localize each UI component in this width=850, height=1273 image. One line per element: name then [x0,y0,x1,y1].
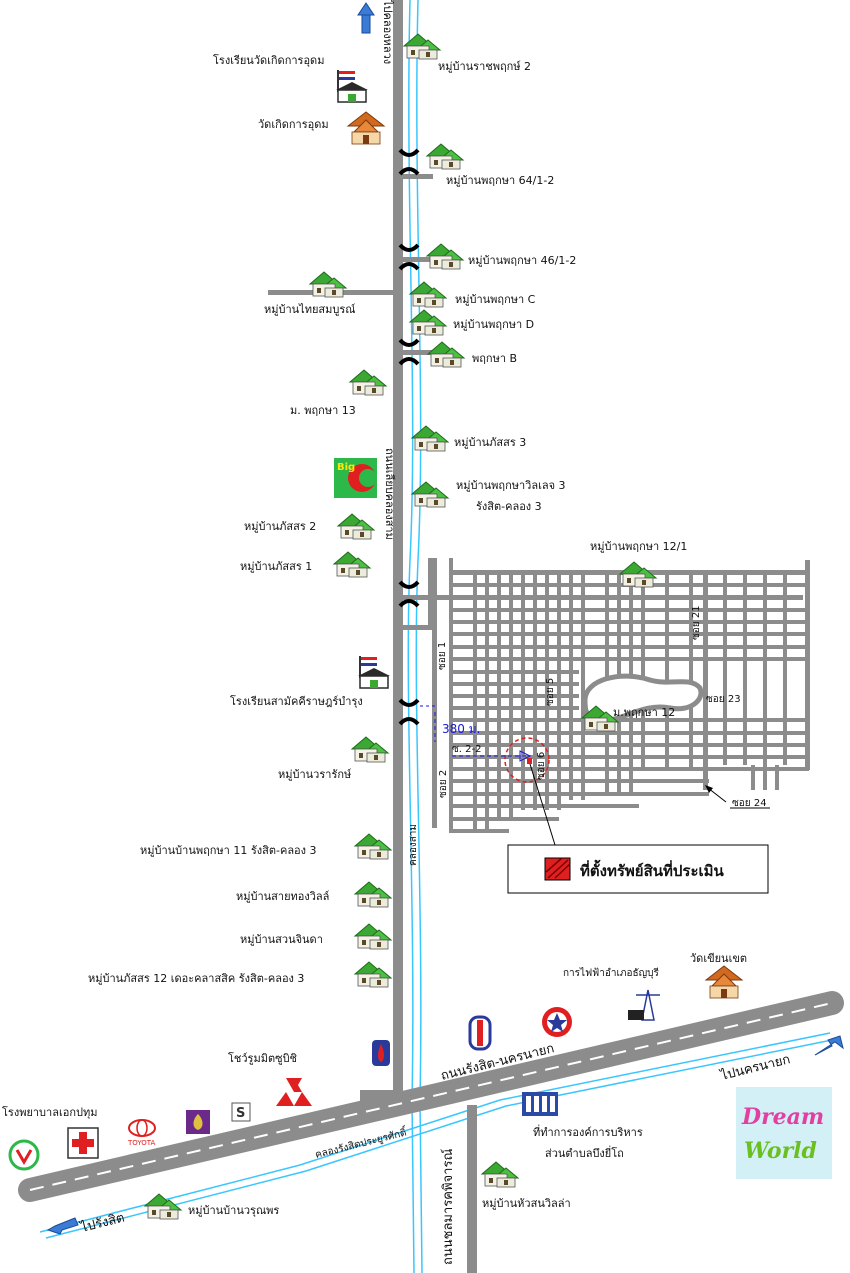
label-soi-2-2: ซ. 2-2 [452,744,481,755]
label-pruksa-c: หมู่บ้านพฤกษา C [455,293,536,306]
legend: ที่ตั้งทรัพย์สินที่ประเมิน [507,844,769,894]
tao-office-icon [522,1092,558,1116]
label-passorn1: หมู่บ้านภัสสร 1 [240,560,312,573]
mitsubishi-logo-icon [276,1078,312,1106]
label-soi-2: ซอย 2 [438,770,449,798]
legend-label: ที่ตั้งทรัพย์สินที่ประเมิน [580,859,725,880]
label-road-lieb-klong: ถนนเลียบคลองสาม [383,448,396,540]
bank-icon: S [231,1102,251,1122]
arrow-up-icon [357,2,375,34]
label-soi-6: ซอย 6 [536,752,547,780]
label-pruksa-46: หมู่บ้านพฤกษา 46/1-2 [468,254,576,267]
label-passorn3: หมู่บ้านภัสสร 3 [454,436,526,449]
hospital-cross-icon [67,1127,99,1159]
label-wat-khian: วัดเขียนเขต [690,952,747,965]
svg-text:TOYOTA: TOYOTA [127,1139,156,1147]
label-passorn2: หมู่บ้านภัสสร 2 [244,520,316,533]
label-m-pruksa-12: ม.พฤกษา 12 [613,706,675,719]
power-tower-icon [628,989,660,1021]
arrow-left-icon [46,1217,79,1235]
label-hua-suan: หมู่บ้านหัวสนวิลล่า [482,1197,571,1210]
label-tao-office-1: ที่ทำการองค์การบริหาร [533,1124,643,1139]
label-showroom: โชว์รูมมิตซูบิชิ [228,1051,297,1065]
label-soi-21: ซอย 21 [691,605,702,640]
label-saithong: หมู่บ้านสายทองวิลล์ [236,890,329,903]
scb-logo-icon [186,1110,210,1134]
label-pea: การไฟฟ้าอำเภอธัญบุรี [563,967,659,979]
svg-text:Dream: Dream [741,1104,824,1130]
label-road-chonlamark: ถนนชลมารคพิจารณ์ [440,1148,456,1265]
dream-world-logo: Dream World [736,1087,832,1179]
label-rangsit-klong3: รังสิต-คลอง 3 [476,500,542,513]
label-to-rangsit: ไปรังสิต [78,1210,126,1237]
label-thai-somboon: หมู่บ้านไทยสมบูรณ์ [264,303,355,316]
svg-text:Big: Big [337,462,355,473]
big-c-logo: Big [334,458,377,498]
svg-text:S: S [236,1106,245,1121]
label-soi-24: ซอย 24 [732,798,767,809]
site-marker [527,758,532,764]
arrow-right-icon [814,1035,844,1056]
label-pruksa-b: พฤกษา B [472,352,517,365]
label-soi-23: ซอย 23 [706,694,741,705]
label-school-wat-kerd: โรงเรียนวัดเกิดการอุดม [213,53,324,67]
label-to-khlong-luang: ไปคลองหลวง [381,0,394,64]
label-warrarak: หมู่บ้านวรารักษ์ [278,768,352,781]
label-soi-1: ซอย 1 [437,642,448,670]
site-radius [504,737,550,783]
label-distance: 380 ม. [442,722,480,736]
kbank-logo-icon [8,1139,40,1171]
caltex-logo-icon [542,1007,572,1037]
label-school-samakkee: โรงเรียนสามัคคีราษฎร์บำรุง [230,694,363,708]
label-m-pruksa-13: ม. พฤกษา 13 [290,404,356,417]
label-pruksa-d: หมู่บ้านพฤกษา D [453,318,534,331]
ptt-logo-icon [468,1015,492,1051]
rangsit-nakhon-nayok-road [18,991,844,1202]
label-tao-office-2: ส่วนตำบลบึงยี่โถ [545,1145,624,1160]
main-road [393,0,403,1095]
svg-text:World: World [744,1138,817,1164]
label-pruksa-12-1: หมู่บ้านพฤกษา 12/1 [590,540,687,553]
label-pruksa-64: หมู่บ้านพฤกษา 64/1-2 [446,174,554,187]
label-warunporn: หมู่บ้านบ้านวรุณพร [188,1204,279,1217]
label-pruksa-village3: หมู่บ้านพฤกษาวิลเลจ 3 [456,479,566,492]
label-pruksa-11: หมู่บ้านบ้านพฤกษา 11 รังสิต-คลอง 3 [140,844,317,857]
label-klong-sam: คลองสาม [408,824,419,866]
label-passorn12: หมู่บ้านภัสสร 12 เดอะคลาสสิค รังสิต-คลอง… [88,972,304,985]
label-hospital: โรงพยาบาลเอกปทุม [2,1105,97,1119]
label-wat-kerd: วัดเกิดการอุดม [258,118,329,131]
label-soi-5: ซอย 5 [545,678,556,706]
label-rajapruek2: หมู่บ้านราชพฤกษ์ 2 [438,60,531,73]
label-suan-jinda: หมู่บ้านสวนจินดา [240,933,323,946]
gas-station-icon [372,1040,390,1066]
toyota-logo-icon: TOYOTA [127,1119,156,1147]
